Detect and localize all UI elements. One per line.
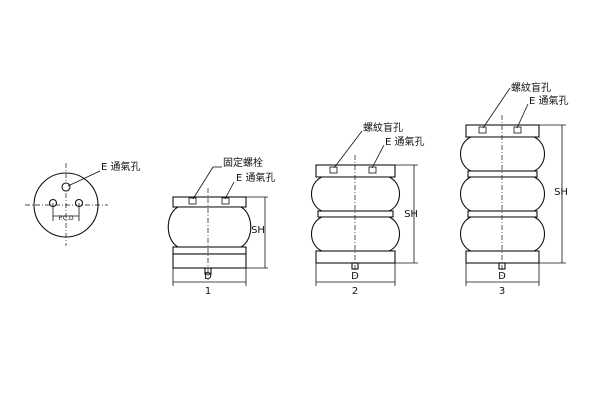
v2-girdle-ring <box>317 210 394 218</box>
v1-air-hole-leader <box>224 181 235 200</box>
v2-air-hole-leader <box>371 144 385 169</box>
v3-bellows-middle <box>459 176 546 212</box>
v2-blind-hole-label: 螺紋盲孔 <box>363 121 403 134</box>
v1-bolt-leader <box>192 166 214 200</box>
v3-blind-hole <box>478 126 487 134</box>
v3-blind-hole-leader <box>482 87 511 129</box>
v1-bottom-ring <box>172 246 247 255</box>
v2-top-plate <box>315 164 396 178</box>
v3-bottom-plate <box>465 250 540 264</box>
variant-3: SH D 3 螺紋盲孔 E 通氣孔 <box>459 81 569 297</box>
v3-girdle-ring-2 <box>467 210 538 218</box>
v1-sh-label: SH <box>251 225 265 236</box>
v1-bottom-plate <box>172 253 247 269</box>
top-view-air-hole-leader <box>67 170 101 187</box>
v1-d-label: D <box>204 271 212 282</box>
v1-bolt-label: 固定螺栓 <box>223 156 263 169</box>
v2-bottom-plate <box>315 250 396 264</box>
v3-air-hole-leader <box>516 103 529 129</box>
v2-d-label: D <box>351 271 359 282</box>
v3-sh-label: SH <box>554 187 568 198</box>
v3-girdle-ring-1 <box>467 170 538 178</box>
v3-bellows-lower <box>459 216 546 252</box>
v2-bellows-upper <box>310 176 401 212</box>
v1-bolt-head <box>188 197 197 205</box>
top-view-air-hole <box>61 182 71 192</box>
v1-number: 1 <box>205 286 211 297</box>
v2-blind-hole-leader <box>333 130 363 169</box>
v1-air-hole-label: E 通氣孔 <box>236 171 276 184</box>
top-view: P.C.D E 通氣孔 <box>25 160 141 246</box>
top-view-air-hole-label: E 通氣孔 <box>101 160 141 173</box>
v3-blind-hole-label: 螺紋盲孔 <box>511 81 551 94</box>
v2-blind-hole <box>329 166 338 174</box>
v1-bellows <box>167 206 252 248</box>
v3-d-label: D <box>498 271 506 282</box>
v1-top-plate <box>172 196 247 208</box>
v2-number: 2 <box>352 286 358 297</box>
v2-air-hole-label: E 通氣孔 <box>385 135 425 148</box>
variant-2: SH D 2 螺紋盲孔 E 通氣孔 <box>310 121 425 297</box>
v3-bellows-upper <box>459 136 546 172</box>
v2-bellows-lower <box>310 216 401 252</box>
top-view-outline <box>33 172 99 238</box>
variant-1: SH D 1 固定螺栓 E 通氣孔 <box>167 156 276 297</box>
v2-sh-label: SH <box>404 209 418 220</box>
pcd-label: P.C.D <box>58 215 74 222</box>
v3-top-plate <box>465 124 540 138</box>
v3-air-hole-label: E 通氣孔 <box>529 94 569 107</box>
v3-number: 3 <box>499 286 505 297</box>
